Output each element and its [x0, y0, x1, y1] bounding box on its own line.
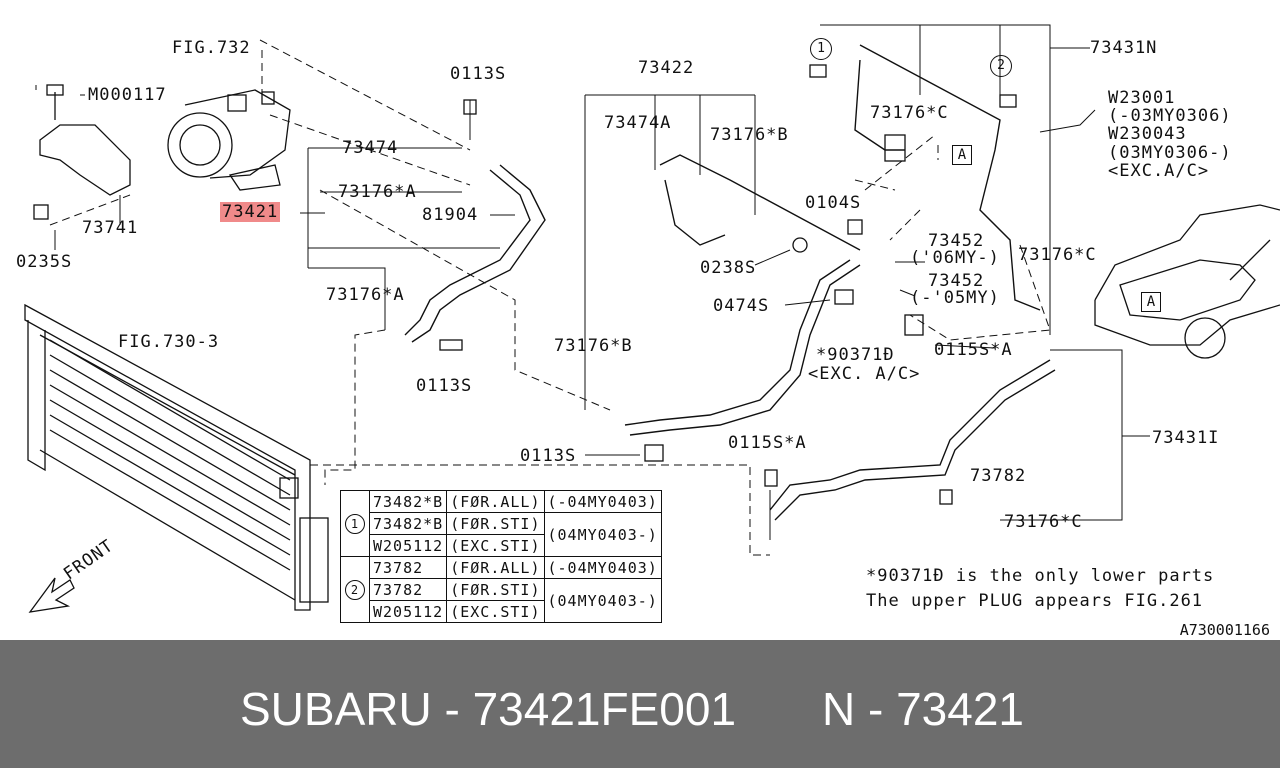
table-cell-scope: (EXC.STI)	[446, 534, 545, 557]
parts-diagram: FIG.732 M000117 0113S 73422 73431N W2300…	[16, 24, 1280, 639]
table-row: 73482*B (FØR.STI) (04MY0403-)	[341, 512, 662, 557]
tag-a-car: A	[1141, 292, 1161, 312]
hose-drawing	[404, 44, 1056, 521]
label-73176a-top: 73176*A	[338, 182, 417, 202]
table-cell-scope: (EXC.STI)	[446, 600, 545, 623]
label-73176c-low: 73176*C	[1004, 512, 1083, 532]
group-2-cell: 2	[340, 556, 370, 623]
label-73452-b-range: (-'05MY)	[910, 288, 1000, 308]
front-arrow-drawing	[28, 577, 75, 613]
label-0238s: 0238S	[700, 258, 757, 278]
dashed-lines	[49, 39, 1051, 556]
table-cell-part: W205112	[368, 534, 448, 557]
label-w23001-range: (-03MY0306)	[1108, 106, 1232, 126]
tag-a-hose: A	[952, 145, 972, 165]
leader-lines	[35, 24, 1150, 540]
label-w23001: W23001	[1108, 88, 1176, 108]
condenser-drawing	[24, 303, 329, 611]
label-0474s: 0474S	[713, 296, 770, 316]
group-2-marker: 2	[345, 579, 365, 600]
circle-marker-2: 2	[990, 55, 1012, 77]
label-0113s-mid: 0113S	[416, 376, 473, 396]
footer-reference-number: N - 73421	[822, 683, 1025, 735]
table-cell-part: 73782	[368, 578, 448, 601]
label-0113s-top: 0113S	[450, 64, 507, 84]
group-1-marker: 1	[345, 513, 365, 534]
label-73741: 73741	[82, 218, 139, 238]
label-73176c-mid: 73176*C	[1018, 245, 1097, 265]
label-73452-a: 73452	[928, 231, 985, 251]
table-row: W205112 (EXC.STI)	[341, 534, 662, 557]
label-fig732: FIG.732	[172, 38, 251, 58]
table-cell-range: (04MY0403-)	[543, 578, 662, 623]
label-73474: 73474	[342, 138, 399, 158]
label-w230043: W230043	[1108, 124, 1187, 144]
label-73474a: 73474A	[604, 113, 672, 133]
table-cell-range: (-04MY0403)	[543, 556, 662, 579]
table-cell-scope: (FØR.STI)	[446, 512, 545, 535]
diagram-lines	[24, 24, 1280, 613]
label-81904: 81904	[422, 205, 479, 225]
compressor-drawing	[167, 89, 291, 191]
table-cell-scope: (FØR.ALL)	[446, 490, 545, 513]
label-w230043-range: (03MY0306-)	[1108, 143, 1232, 163]
label-0113s-low: 0113S	[520, 446, 577, 466]
label-73176a-mid: 73176*A	[326, 285, 405, 305]
label-73452-a-range: ('06MY-)	[910, 248, 1000, 268]
label-73431n: 73431N	[1090, 38, 1158, 58]
parts-table: 1 73482*B (FØR.ALL) (-04MY0403) 73482*B …	[340, 490, 662, 623]
table-cell-range: (04MY0403-)	[543, 512, 662, 557]
label-0235s: 0235S	[16, 252, 73, 272]
label-0115s-a-right: 0115S*A	[934, 340, 1013, 360]
note-line-2: The upper PLUG appears FIG.261	[866, 591, 1204, 611]
table-row: 1 73482*B (FØR.ALL) (-04MY0403)	[340, 490, 662, 557]
label-0115s-a-low: 0115S*A	[728, 433, 807, 453]
table-cell-range: (-04MY0403)	[543, 490, 662, 513]
fastener-drawings	[439, 64, 1017, 505]
label-73422: 73422	[638, 58, 695, 78]
diagram-reference-id: A730001166	[1179, 621, 1270, 639]
label-73176b-top: 73176*B	[710, 125, 789, 145]
table-row: W205112 (EXC.STI)	[341, 600, 662, 623]
circle-marker-1: 1	[810, 38, 832, 60]
table-cell-part: 73482*B	[368, 490, 448, 513]
group-1-cell: 1	[340, 490, 370, 557]
label-73782: 73782	[970, 466, 1027, 486]
footer-brand-part-number: SUBARU - 73421FE001	[240, 683, 737, 735]
label-exc-ac-right: <EXC.A/C>	[1108, 161, 1210, 181]
label-73452-b: 73452	[928, 271, 985, 291]
label-90371: *90371Đ	[816, 345, 895, 365]
label-fig730-3: FIG.730-3	[118, 332, 220, 352]
label-0104s: 0104S	[805, 193, 862, 213]
table-row: 2 73782 (FØR.ALL) (-04MY0403)	[340, 556, 662, 623]
label-exc-ac-mid: <EXC. A/C>	[808, 364, 921, 384]
table-cell-scope: (FØR.STI)	[446, 578, 545, 601]
bracket-drawing	[33, 84, 131, 220]
label-73421-highlighted: 73421	[220, 202, 281, 222]
note-line-1: *90371Đ is the only lower parts	[866, 566, 1215, 586]
label-m000117: M000117	[88, 85, 167, 105]
table-cell-part: 73782	[368, 556, 448, 579]
car-drawing	[1094, 204, 1280, 359]
table-cell-part: W205112	[368, 600, 448, 623]
footer-bar: SUBARU - 73421FE001 N - 73421	[0, 640, 1280, 768]
label-73176b-mid: 73176*B	[554, 336, 633, 356]
table-cell-part: 73482*B	[368, 512, 448, 535]
label-73176c-top: 73176*C	[870, 103, 949, 123]
table-cell-scope: (FØR.ALL)	[446, 556, 545, 579]
table-row: 73782 (FØR.STI) (04MY0403-)	[341, 578, 662, 623]
label-73431i: 73431I	[1152, 428, 1220, 448]
